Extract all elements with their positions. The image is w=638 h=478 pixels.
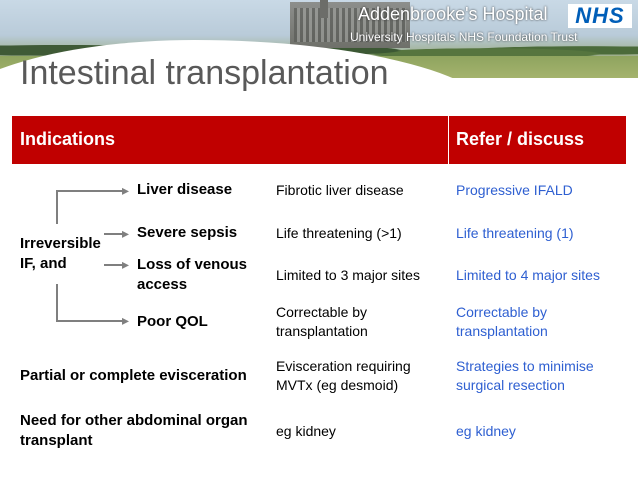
criteria-venous: Limited to 3 major sites: [276, 267, 420, 283]
indication-evisceration: Partial or complete evisceration: [20, 367, 247, 384]
arrow-head-qol: ▸: [122, 312, 130, 328]
arrow-head-venous: ▸: [122, 256, 130, 272]
criteria-qol: Correctable by transplantation: [276, 304, 368, 339]
group-label-irreversible-if: Irreversible IF, and: [20, 235, 101, 272]
indication-liver-disease: Liver disease: [137, 181, 233, 198]
banner-building-windows: [294, 8, 406, 42]
connector-top-branch: [56, 190, 126, 192]
refer-liver: Progressive IFALD: [456, 182, 573, 198]
refer-sepsis: Life threatening (1): [456, 225, 574, 241]
refer-evisceration: Strategies to minimise surgical resectio…: [456, 358, 594, 393]
indication-loss-venous-access: Loss of venous access: [137, 256, 248, 293]
criteria-evisceration: Evisceration requiring MVTx (eg desmoid): [276, 358, 411, 393]
connector-venous-arrow: [104, 264, 126, 266]
connector-vertical-top: [56, 190, 58, 224]
hospital-name: Addenbrooke's Hospital: [358, 4, 548, 24]
connector-sepsis-arrow: [104, 233, 126, 235]
table-header: Indications Refer / discuss: [12, 116, 626, 164]
indication-other-organ: Need for other abdominal organ transplan…: [20, 412, 248, 449]
refer-other-organ: eg kidney: [456, 423, 516, 439]
header-divider: [448, 116, 449, 164]
indication-poor-qol: Poor QOL: [137, 313, 208, 330]
page-title: Intestinal transplantation: [20, 54, 389, 92]
refer-venous: Limited to 4 major sites: [456, 267, 600, 283]
header-refer-discuss: Refer / discuss: [456, 129, 585, 149]
connector-vertical-bottom: [56, 284, 58, 322]
trust-name: University Hospitals NHS Foundation Trus…: [350, 30, 578, 44]
nhs-logo: NHS: [568, 4, 632, 28]
banner-chimney: [320, 0, 328, 18]
indication-severe-sepsis: Severe sepsis: [137, 224, 238, 241]
header-banner: Addenbrooke's Hospital University Hospit…: [0, 0, 638, 78]
criteria-liver: Fibrotic liver disease: [276, 182, 404, 198]
arrow-head-sepsis: ▸: [122, 225, 130, 241]
arrow-head-liver: ▸: [122, 182, 130, 198]
header-indications: Indications: [20, 129, 116, 149]
refer-qol: Correctable by transplantation: [456, 304, 548, 339]
criteria-other-organ: eg kidney: [276, 423, 336, 439]
criteria-sepsis: Life threatening (>1): [276, 225, 402, 241]
connector-bottom-branch: [56, 320, 126, 322]
